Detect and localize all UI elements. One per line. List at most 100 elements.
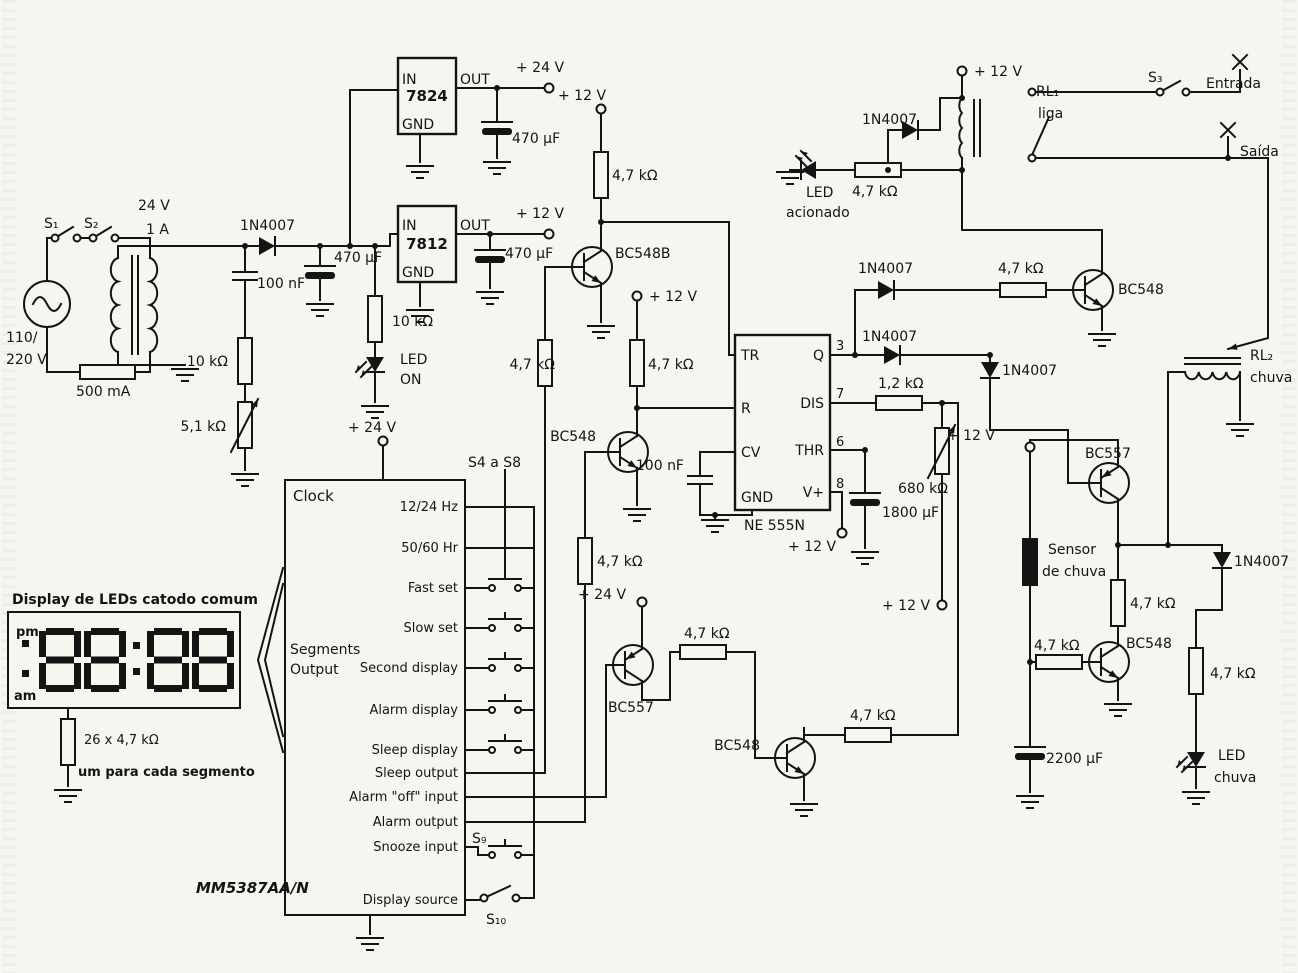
ic-7812-body (396, 204, 458, 284)
label-r47e: 4,7 kΩ (684, 626, 730, 642)
label-r47a: 4,7 kΩ (612, 168, 658, 184)
fuse-symbol (79, 364, 136, 380)
pushbutton-s8 (488, 734, 522, 754)
resistor-4k7-led-rl2 (1188, 647, 1204, 695)
label-bc548-rain: BC548 (1126, 636, 1172, 652)
label-s4-s8: S4 a S8 (468, 455, 521, 471)
label-7824: 7824 (406, 87, 448, 105)
label-plus12v: + 12 V (516, 206, 564, 222)
resistor-4k7-led-rl1 (854, 162, 902, 178)
led-on-symbol (355, 356, 385, 378)
label-555-cv: CV (741, 445, 761, 461)
label-bc548-rl1: BC548 (1118, 282, 1164, 298)
pin-sleep-output: Sleep output (375, 766, 458, 781)
label-bc557-rain: BC557 (1085, 446, 1131, 462)
label-mains-a: 110/ (6, 330, 38, 346)
junction-dots (242, 85, 1231, 665)
resistor-4k7-rain-b (1035, 654, 1083, 670)
label-clock: Clock (293, 487, 334, 505)
resistor-segment (60, 718, 76, 766)
label-bc548-low: BC548 (714, 738, 760, 754)
rl1-contact (1027, 87, 1037, 97)
pin-slow-set: Slow set (404, 621, 458, 636)
ic-ne555-body (733, 333, 832, 512)
label-led-on-b: ON (400, 372, 422, 388)
diode-1n4007-rectifier (258, 236, 276, 256)
am-indicator (22, 670, 29, 677)
label-plus24v: + 24 V (516, 60, 564, 76)
scan-artifact-right (1282, 0, 1296, 973)
label-r47-rain-a: 4,7 kΩ (1130, 596, 1176, 612)
label-pin6: 6 (836, 435, 844, 450)
label-r47f: 4,7 kΩ (850, 708, 896, 724)
label-555-dis: DIS (800, 396, 824, 412)
label-24v-clock: + 24 V (348, 420, 396, 436)
label-r680k: 680 kΩ (898, 481, 948, 497)
label-r47d: 4,7 kΩ (597, 554, 643, 570)
label-555-vp: V+ (803, 485, 824, 501)
trimpot-5k1 (231, 399, 258, 452)
label-rl1-mode: liga (1038, 106, 1063, 122)
resistor-4k7-d (577, 537, 593, 585)
pin-fast-set: Fast set (408, 581, 458, 596)
cap-470uf-12v (474, 249, 506, 264)
transistor-bc548-rl1 (1065, 259, 1114, 321)
transistor-bc548b (564, 236, 613, 298)
label-d4: 1N4007 (1002, 363, 1057, 379)
cap-2200uf (1014, 746, 1046, 761)
label-note: um para cada segmento (78, 765, 255, 780)
label-555-tr: TR (740, 348, 760, 364)
transformer-secondary-coil (109, 256, 122, 354)
transistor-bc557-mid (605, 634, 654, 696)
label-am: am (14, 689, 36, 704)
resistor-4k7-base-rl1 (999, 282, 1047, 298)
terminal-24v (543, 82, 555, 94)
label-c100nf: 100 nF (257, 276, 305, 292)
saida-terminal-icon (1220, 122, 1236, 138)
label-pin7: 7 (836, 387, 844, 402)
cap-1800uf (849, 492, 881, 507)
transformer-primary-coil (146, 256, 159, 354)
pin-snooze-input: Snooze input (373, 840, 458, 855)
s10-contact (511, 893, 521, 903)
terminal-12v-rl1 (956, 65, 968, 77)
label-rl1: RL₁ (1036, 84, 1059, 100)
pin-alarm-display: Alarm display (369, 703, 458, 718)
s2-contact (110, 233, 120, 243)
terminal-12v-555 (836, 527, 848, 539)
label-mains-b: 220 V (6, 352, 47, 368)
diode-1n4007-c (980, 361, 1000, 379)
label-bc548b: BC548B (615, 246, 670, 262)
label-segments: Segments (290, 642, 360, 658)
terminal-12v-sensor (1024, 441, 1036, 453)
label-7812-gnd: GND (402, 265, 434, 281)
components (7, 54, 1254, 951)
pin-display-source: Display source (363, 893, 458, 908)
diode-1n4007-rl2 (1212, 551, 1232, 569)
label-led-on-a: LED (400, 352, 427, 368)
label-bc548-mid: BC548 (550, 429, 596, 445)
label-1a: 1 A (146, 222, 169, 238)
label-r10k-led: 10 kΩ (392, 314, 433, 330)
scan-artifact-left (2, 0, 16, 973)
label-r47-rl1led: 4,7 kΩ (852, 184, 898, 200)
label-7812-out: OUT (460, 218, 490, 234)
pin-second-display: Second display (360, 661, 458, 676)
label-12v-rl1: + 12 V (974, 64, 1022, 80)
label-c470-24: 470 µF (512, 131, 560, 147)
rl1-coil (958, 96, 981, 160)
s1-contact (50, 233, 60, 243)
label-bc557-mid: BC557 (608, 700, 654, 716)
label-s3: S₃ (1148, 70, 1163, 86)
label-rl2: RL₂ (1250, 348, 1273, 364)
ic-7824-body (396, 56, 458, 136)
label-saida: Saída (1240, 144, 1279, 160)
resistor-1k2 (875, 395, 923, 411)
pushbutton-s7 (488, 694, 522, 714)
label-led-chuva-a: LED (1218, 748, 1245, 764)
label-c470-in: 470 µF (334, 250, 382, 266)
rl1-contact (1027, 153, 1037, 163)
pin-sleep-display: Sleep display (372, 743, 459, 758)
terminal-12v-a (595, 103, 607, 115)
colon-dot (133, 642, 140, 649)
